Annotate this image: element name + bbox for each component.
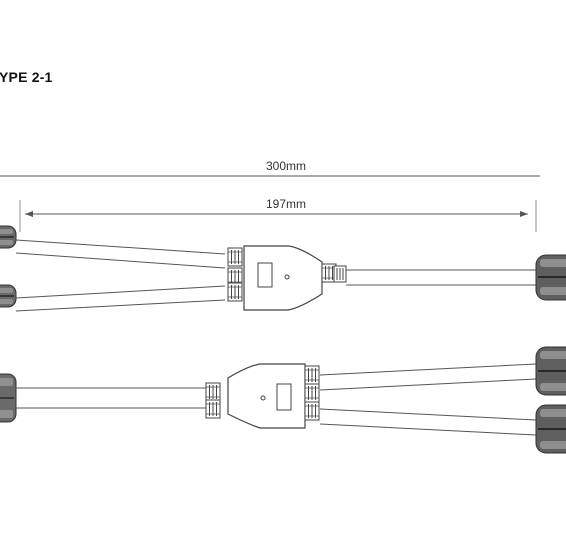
lower-splitter-cable [0,346,566,454]
diagram-title: YPE 2-1 [0,69,53,85]
split-length-label: 197mm [266,197,306,211]
upper-left-plug-2 [0,284,17,308]
upper-left-plug-1 [0,225,17,249]
upper-splitter-cable [0,225,566,312]
dimension-197mm: 197mm [19,197,537,232]
lower-right-plug-1 [535,346,566,396]
overall-length-label: 300mm [266,159,306,173]
dimension-300mm: 300mm [0,159,540,177]
upper-right-plug [535,254,566,301]
lower-right-plug-2 [535,404,566,454]
lower-left-plug [0,373,17,423]
